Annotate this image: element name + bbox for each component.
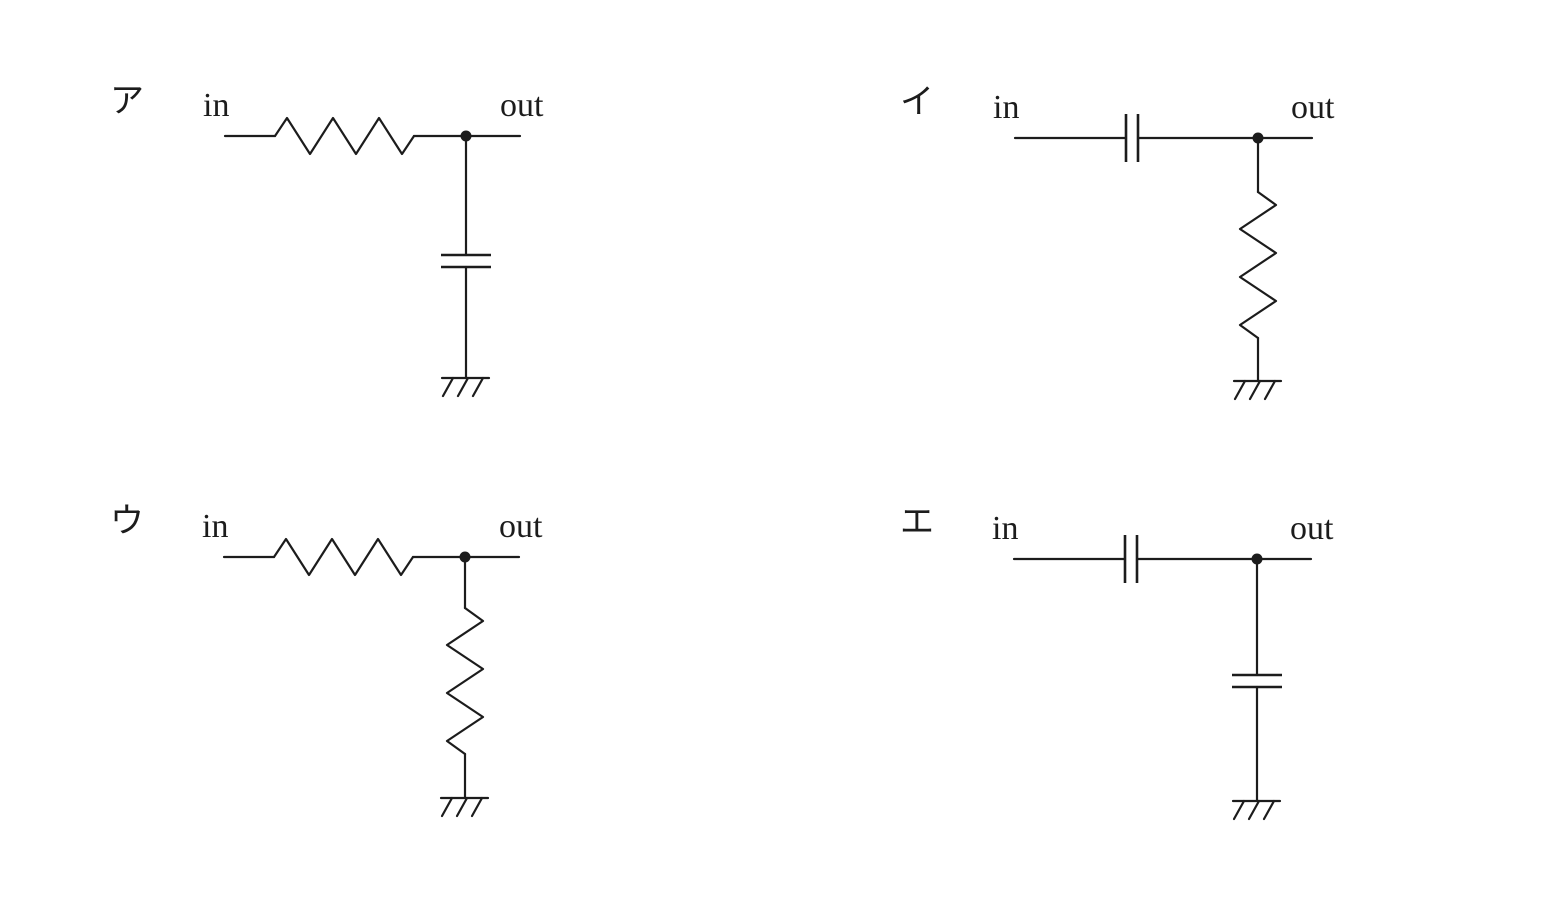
circuit-u-label: ウ — [110, 501, 144, 541]
circuit-i: イ in out — [900, 82, 1335, 401]
circuit-a-out-label: out — [500, 87, 544, 124]
circuit-i-series-capacitor — [1124, 114, 1140, 162]
circuit-a-in-label: in — [203, 87, 229, 124]
circuit-u-ground-symbol — [439, 796, 490, 818]
circuit-i-ground-symbol — [1232, 379, 1283, 401]
circuit-u-out-label: out — [499, 508, 543, 545]
circuit-a-label: ア — [110, 81, 144, 121]
circuit-u: ウ in out — [110, 501, 543, 818]
circuit-i-label: イ — [900, 82, 934, 122]
circuit-e-in-label: in — [992, 510, 1018, 547]
circuit-a: ア in out — [110, 81, 544, 398]
circuit-e-ground-symbol — [1231, 799, 1282, 821]
circuit-i-out-label: out — [1291, 89, 1335, 126]
circuit-e: エ in out — [900, 502, 1334, 821]
circuit-u-series-resistor — [272, 537, 415, 577]
circuit-a-ground-symbol — [440, 376, 491, 398]
circuit-i-shunt-resistor — [1238, 190, 1278, 340]
circuit-i-in-label: in — [993, 89, 1019, 126]
circuit-e-series-capacitor — [1123, 535, 1139, 583]
circuit-e-out-label: out — [1290, 510, 1334, 547]
circuit-e-label: エ — [900, 502, 934, 542]
circuit-u-shunt-resistor — [445, 606, 485, 756]
circuit-e-shunt-capacitor — [1232, 673, 1282, 689]
circuit-u-in-label: in — [202, 508, 228, 545]
circuit-a-series-resistor — [273, 116, 416, 156]
circuit-a-shunt-capacitor — [441, 253, 491, 269]
